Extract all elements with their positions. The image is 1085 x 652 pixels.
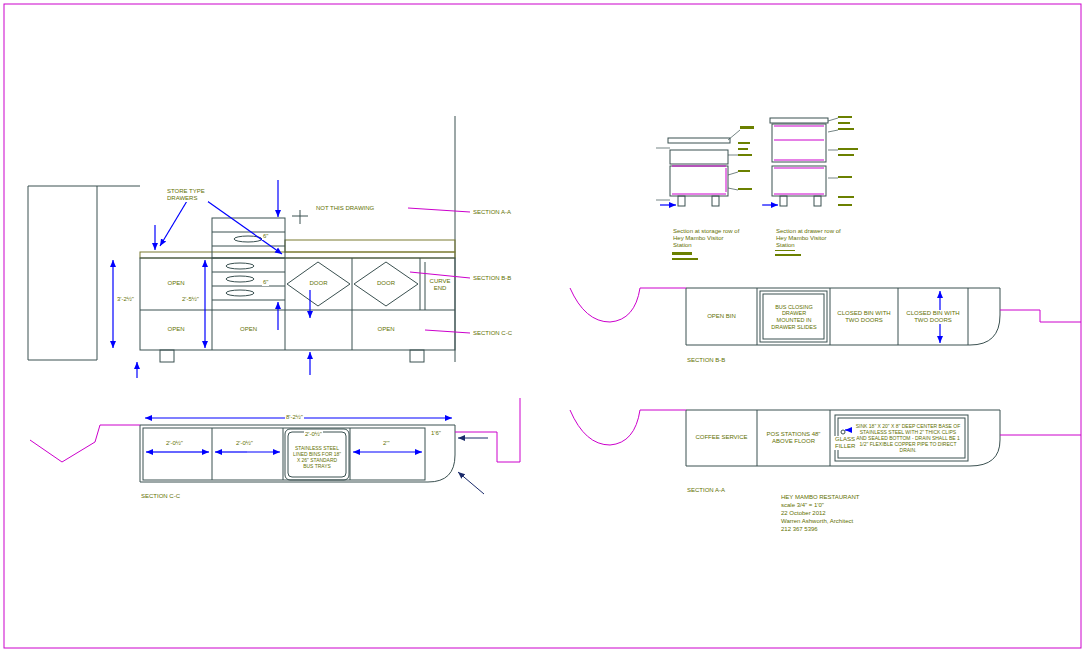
compartment-label: COFFEE SERVICE xyxy=(694,434,748,441)
annotation-text: 2'" xyxy=(382,440,391,447)
annotation-text: HEY MAMBO RESTAURANT xyxy=(780,494,860,501)
cabinet-compartment: CLOSED BIN WITH TWO DOORS xyxy=(831,290,897,344)
cabinet-compartment: COFFEE SERVICE xyxy=(687,411,756,465)
annotation-text: 6" xyxy=(262,279,269,286)
annotation-text: 6" xyxy=(262,233,269,240)
cabinet-compartment: BUS CLOSING DRAWER MOUNTED IN DRAWER SLI… xyxy=(765,296,823,338)
cabinet-compartment: STAINLESS STEEL LINED BINS FOR 18" X 26"… xyxy=(289,440,345,476)
annotation-text: 2'-0½" xyxy=(165,440,184,447)
compartment-label: BUS CLOSING DRAWER MOUNTED IN DRAWER SLI… xyxy=(767,304,821,330)
annotation-text: SECTION C-C xyxy=(140,493,181,500)
annotation-text: 2'-5½" xyxy=(181,296,200,303)
annotation-text: 212 367 5396 xyxy=(780,526,819,533)
cabinet-compartment: OPEN xyxy=(141,311,211,349)
compartment-label: DOOR xyxy=(376,280,396,287)
cabinet-compartment: CLOSED BIN WITH TWO DOORS xyxy=(899,290,967,344)
compartment-label: CLOSED BIN WITH TWO DOORS xyxy=(833,310,895,324)
compartment-label: OPEN BIN xyxy=(706,313,737,320)
compartment-label: CLOSED BIN WITH TWO DOORS xyxy=(901,310,965,324)
compartment-label: CURVE END xyxy=(428,278,452,292)
annotation-text: Section at storage row of Hey Mambo Visi… xyxy=(672,228,744,250)
cabinet-compartment: OPEN xyxy=(353,311,419,349)
annotation-text: SECTION B-B xyxy=(472,275,512,282)
annotation-text: Warren Ashworth, Architect xyxy=(780,518,854,525)
compartment-label: OPEN xyxy=(166,326,185,333)
annotation-text: SECTION A-A xyxy=(472,209,512,216)
annotation-text: 2'-0½" xyxy=(235,440,254,447)
compartment-label: SINK 18" X 20" X 8" DEEP CENTER BASE OF … xyxy=(854,423,962,453)
annotation-text: 1'6" xyxy=(430,430,442,437)
cabinet-compartment: SINK 18" X 20" X 8" DEEP CENTER BASE OF … xyxy=(852,419,964,457)
annotation-text: SECTION B-B xyxy=(686,357,726,364)
annotation-text: STORE TYPE DRAWERS xyxy=(166,188,208,202)
cabinet-compartment: DOOR xyxy=(353,259,419,309)
annotation-text: 22 October 2012 xyxy=(780,510,827,517)
compartment-label: STAINLESS STEEL LINED BINS FOR 18" X 26"… xyxy=(291,446,343,470)
cabinet-compartment: OPEN xyxy=(213,311,284,349)
annotation-text: 2'-0½" xyxy=(304,431,323,438)
compartment-label: DOOR xyxy=(309,280,329,287)
cabinet-compartment: OPEN BIN xyxy=(687,290,756,344)
cabinet-compartment: DOOR xyxy=(286,259,351,309)
annotation-text: 3'-2½" xyxy=(116,296,135,303)
annotation-text: Section at drawer row of Hey Mambo Visit… xyxy=(775,228,847,250)
annotation-text: SECTION C-C xyxy=(472,330,513,337)
cabinet-compartment: POS STATIONS 48" ABOVE FLOOR xyxy=(758,411,829,465)
cabinet-compartment: CURVE END xyxy=(426,262,454,308)
annotation-text: scale 3/4" = 1'0" xyxy=(780,502,825,509)
cabinet-compartment: OPEN xyxy=(141,259,211,309)
compartment-label: OPEN xyxy=(166,280,185,287)
compartment-label: POS STATIONS 48" ABOVE FLOOR xyxy=(760,431,827,445)
annotation-text: GLASS FILLER xyxy=(834,436,856,450)
annotation-text: 8'-2½" xyxy=(285,414,304,421)
compartment-label: OPEN xyxy=(376,326,395,333)
annotation-text: NOT THIS DRAWING xyxy=(315,205,375,212)
compartment-label: OPEN xyxy=(239,326,258,333)
annotation-text: SECTION A-A xyxy=(686,487,726,494)
